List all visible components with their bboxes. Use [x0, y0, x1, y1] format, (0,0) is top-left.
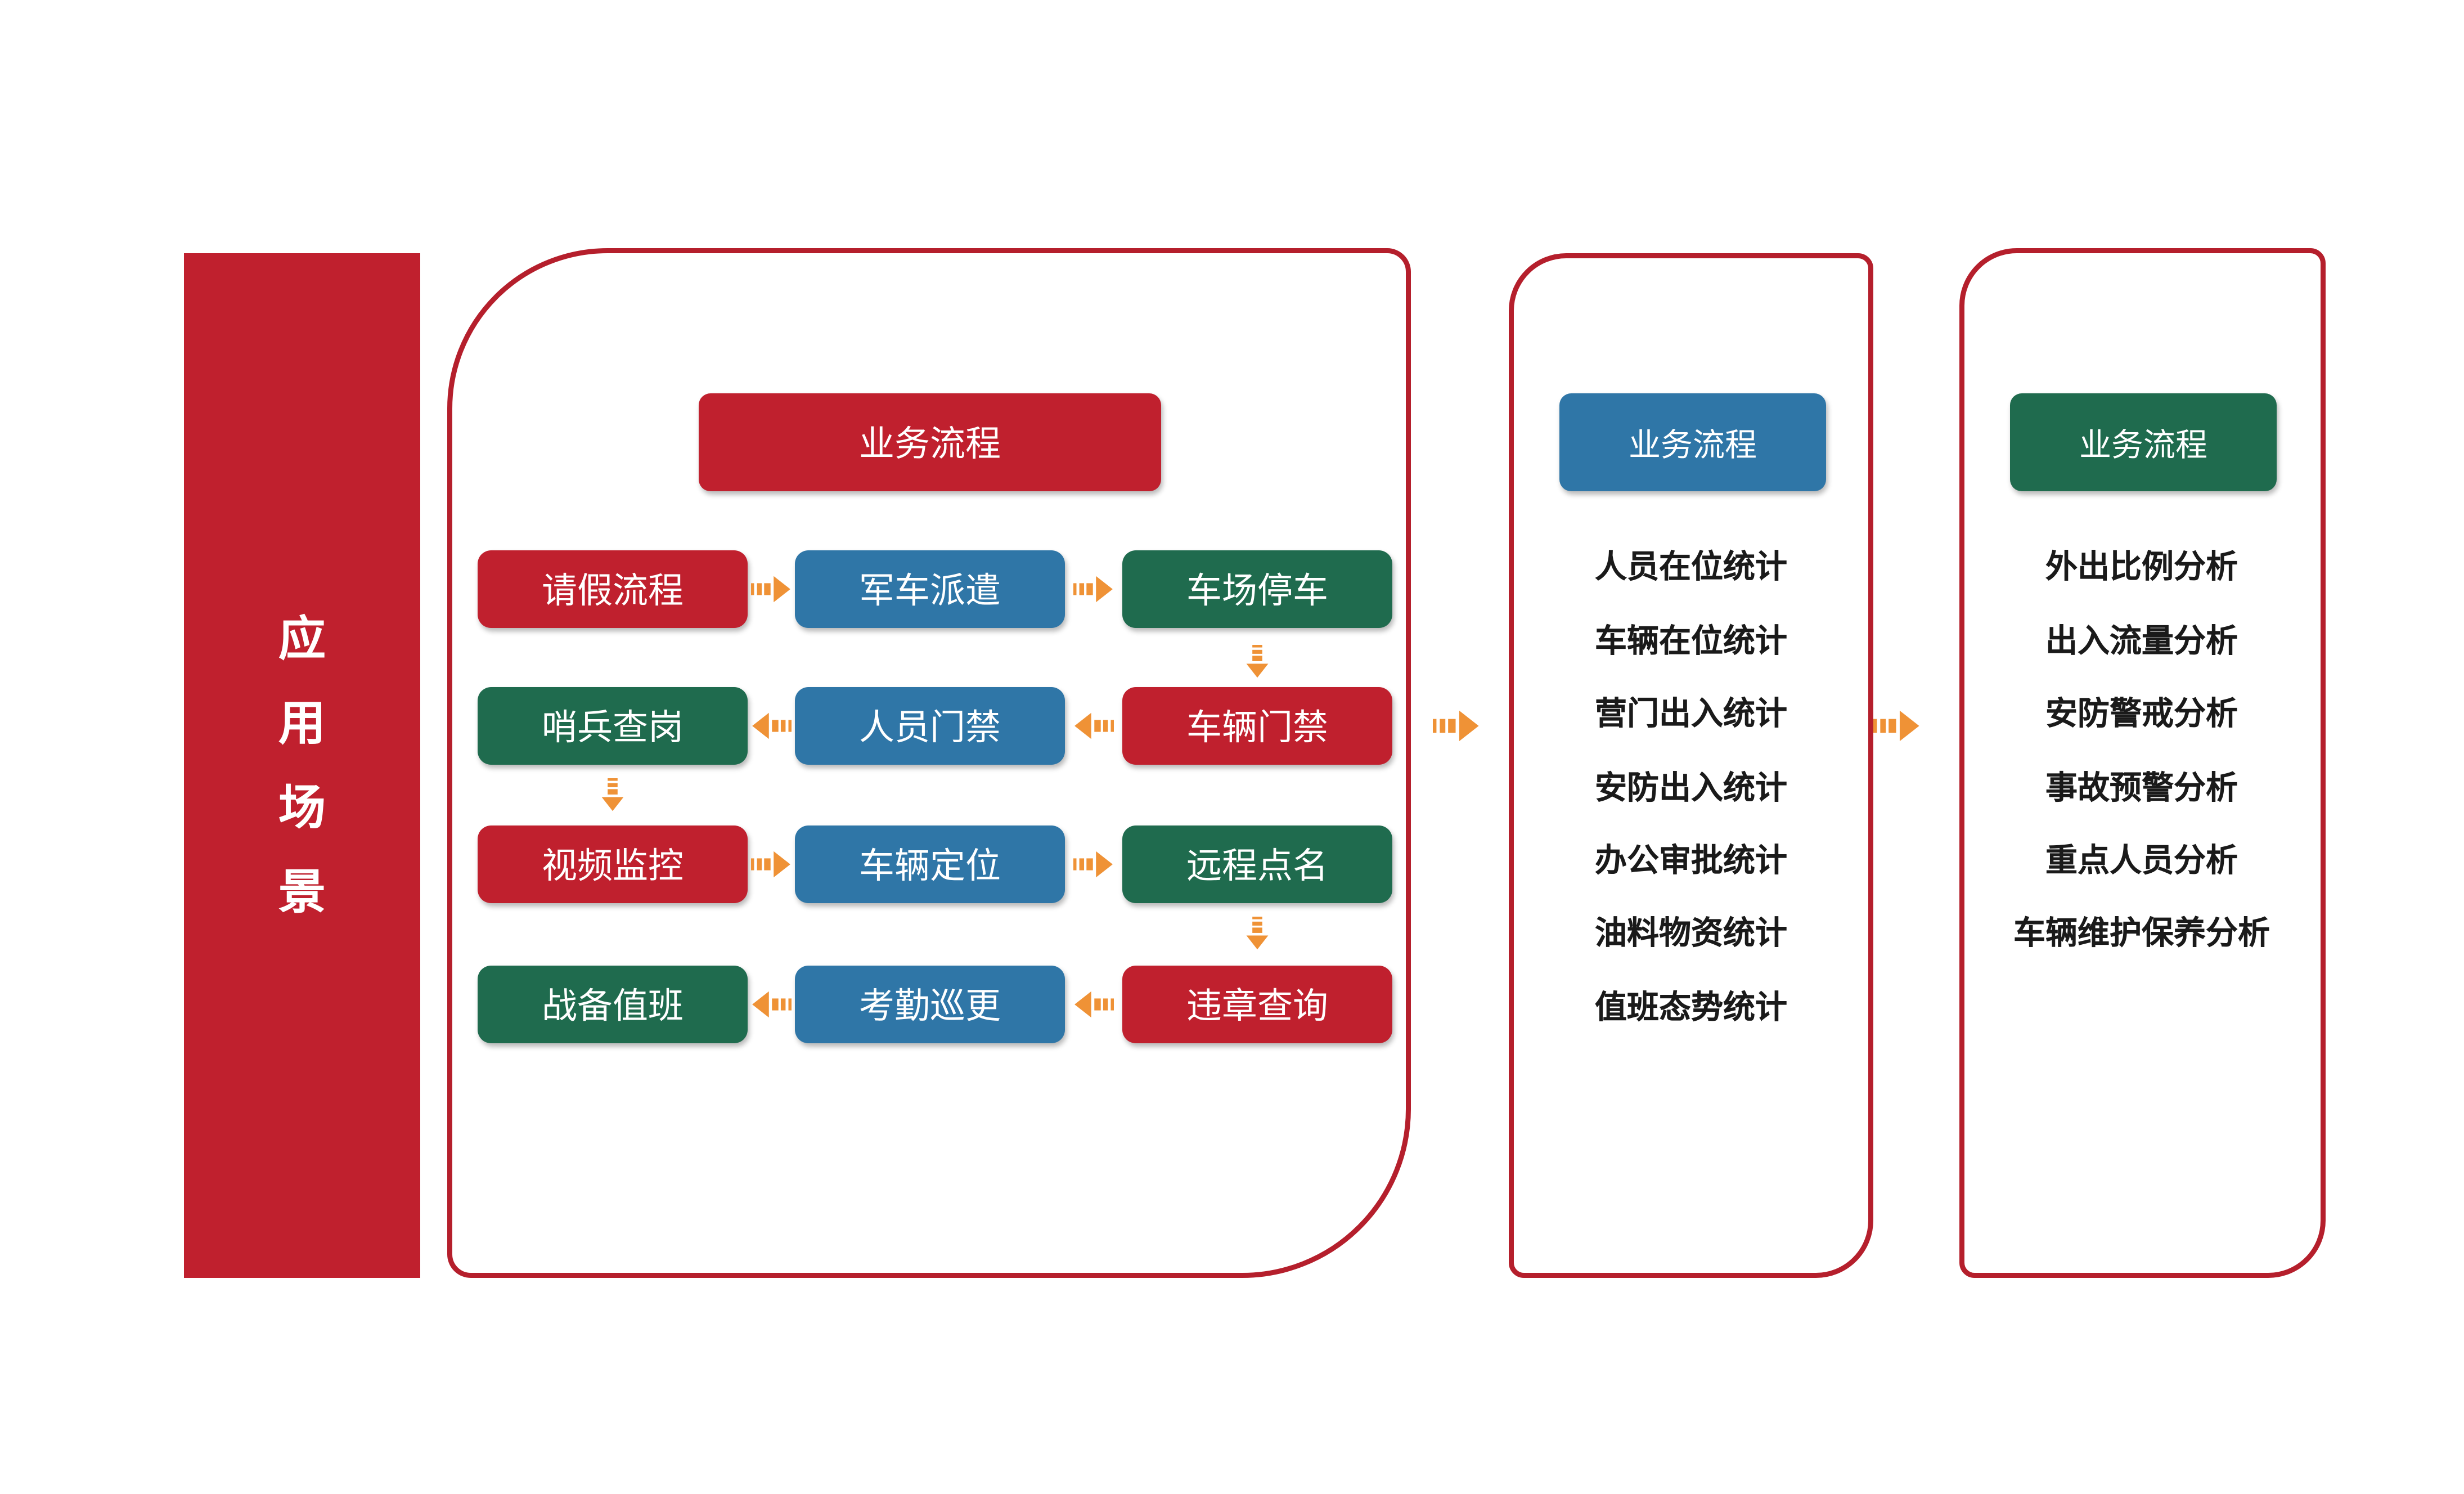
flow-step-r2c3: 车辆门禁 — [1122, 687, 1392, 765]
stat-list-item: 办公审批统计 — [1594, 843, 1787, 879]
flow-step-r4c3: 违章查询 — [1122, 966, 1392, 1043]
flow-step-r2c2: 人员门禁 — [795, 687, 1065, 765]
analysis-list-item: 车辆维护保养分析 — [2013, 916, 2270, 952]
flow-arrow-left-icon — [1073, 709, 1114, 743]
flow-step-r1c2: 军车派遣 — [795, 550, 1065, 628]
flow-arrow-down-icon — [596, 773, 630, 817]
flow-step-r1c1: 请假流程 — [478, 550, 748, 628]
flow-arrow-right-icon — [751, 572, 792, 606]
sidebar-char: 场 — [278, 780, 326, 833]
flow-step-r1c3: 车场停车 — [1122, 550, 1392, 628]
analysis-list-item: 重点人员分析 — [2045, 843, 2238, 879]
flow-arrow-right-icon — [1073, 572, 1114, 606]
sidebar-char: 景 — [278, 865, 326, 918]
panel3-header-badge: 业务流程 — [2010, 393, 2277, 491]
stat-list-item: 油料物资统计 — [1594, 916, 1787, 952]
analysis-list-item: 事故预警分析 — [2045, 770, 2238, 806]
sidebar-char: 应 — [278, 612, 326, 665]
flow-step-r3c3: 远程点名 — [1122, 825, 1392, 903]
panel-link-arrow-icon — [1433, 706, 1480, 746]
panel2-header-badge: 业务流程 — [1559, 393, 1826, 491]
panel1-header-badge: 业务流程 — [699, 393, 1161, 491]
stat-list-item: 安防出入统计 — [1594, 770, 1787, 806]
application-scenarios-bar: 应 用 场 景 — [184, 253, 420, 1278]
stat-list-item: 营门出入统计 — [1594, 696, 1787, 732]
flow-step-r3c1: 视频监控 — [478, 825, 748, 903]
flow-step-r3c2: 车辆定位 — [795, 825, 1065, 903]
analysis-list-item: 外出比例分析 — [2045, 549, 2238, 585]
panel-link-arrow-icon — [1873, 706, 1921, 746]
flow-step-r4c2: 考勤巡更 — [795, 966, 1065, 1043]
flow-arrow-left-icon — [751, 988, 792, 1021]
analysis-list-item: 安防警戒分析 — [2045, 696, 2238, 732]
stat-list-item: 值班态势统计 — [1594, 990, 1787, 1026]
flow-arrow-left-icon — [1073, 988, 1114, 1021]
stat-list-item: 人员在位统计 — [1594, 549, 1787, 585]
flow-arrow-right-icon — [751, 847, 792, 881]
flow-step-r4c1: 战备值班 — [478, 966, 748, 1043]
flow-arrow-left-icon — [751, 709, 792, 743]
flow-arrow-down-icon — [1240, 912, 1274, 955]
flow-step-r2c1: 哨兵查岗 — [478, 687, 748, 765]
sidebar-char: 用 — [278, 696, 326, 749]
flow-arrow-right-icon — [1073, 847, 1114, 881]
stat-list-item: 车辆在位统计 — [1594, 623, 1787, 659]
flow-arrow-down-icon — [1240, 640, 1274, 684]
analysis-list-item: 出入流量分析 — [2045, 623, 2238, 659]
